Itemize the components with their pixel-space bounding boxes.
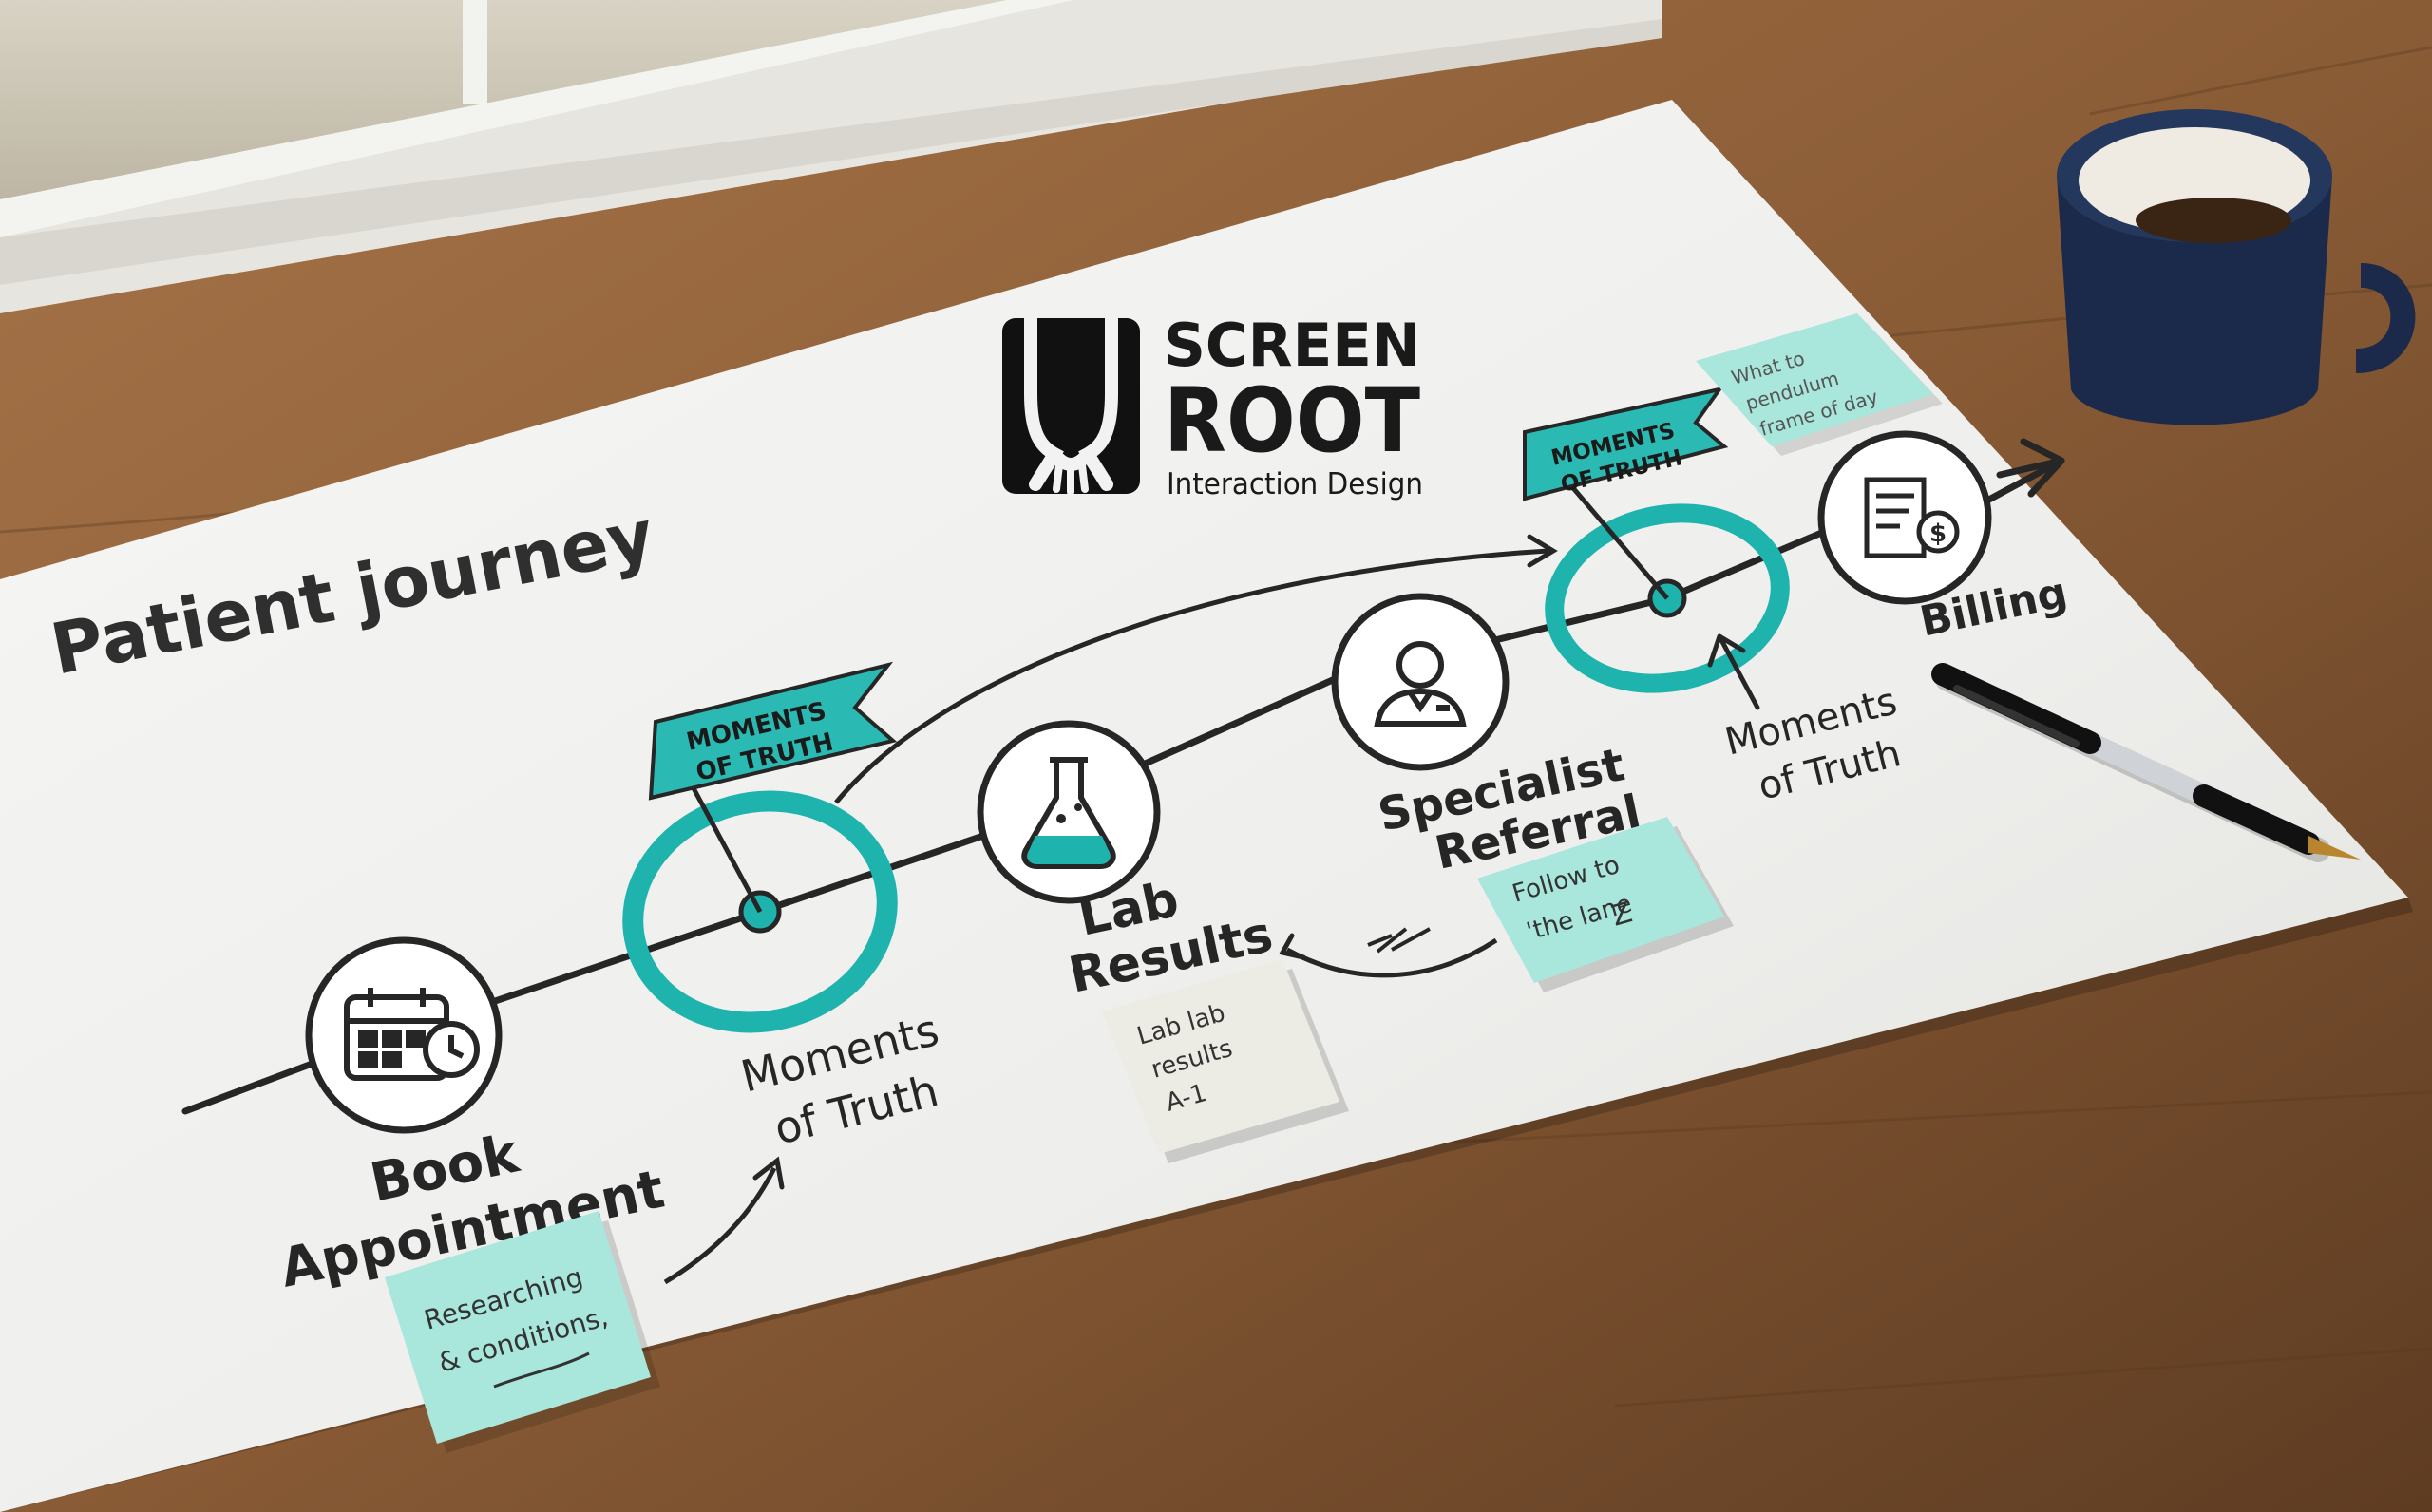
logo-line2: ROOT — [1164, 369, 1420, 473]
svg-text:$: $ — [1929, 520, 1947, 548]
logo-tagline: Interaction Design — [1167, 467, 1423, 501]
screenroot-logo: SCREEN ROOT Interaction Design — [1002, 311, 1423, 501]
